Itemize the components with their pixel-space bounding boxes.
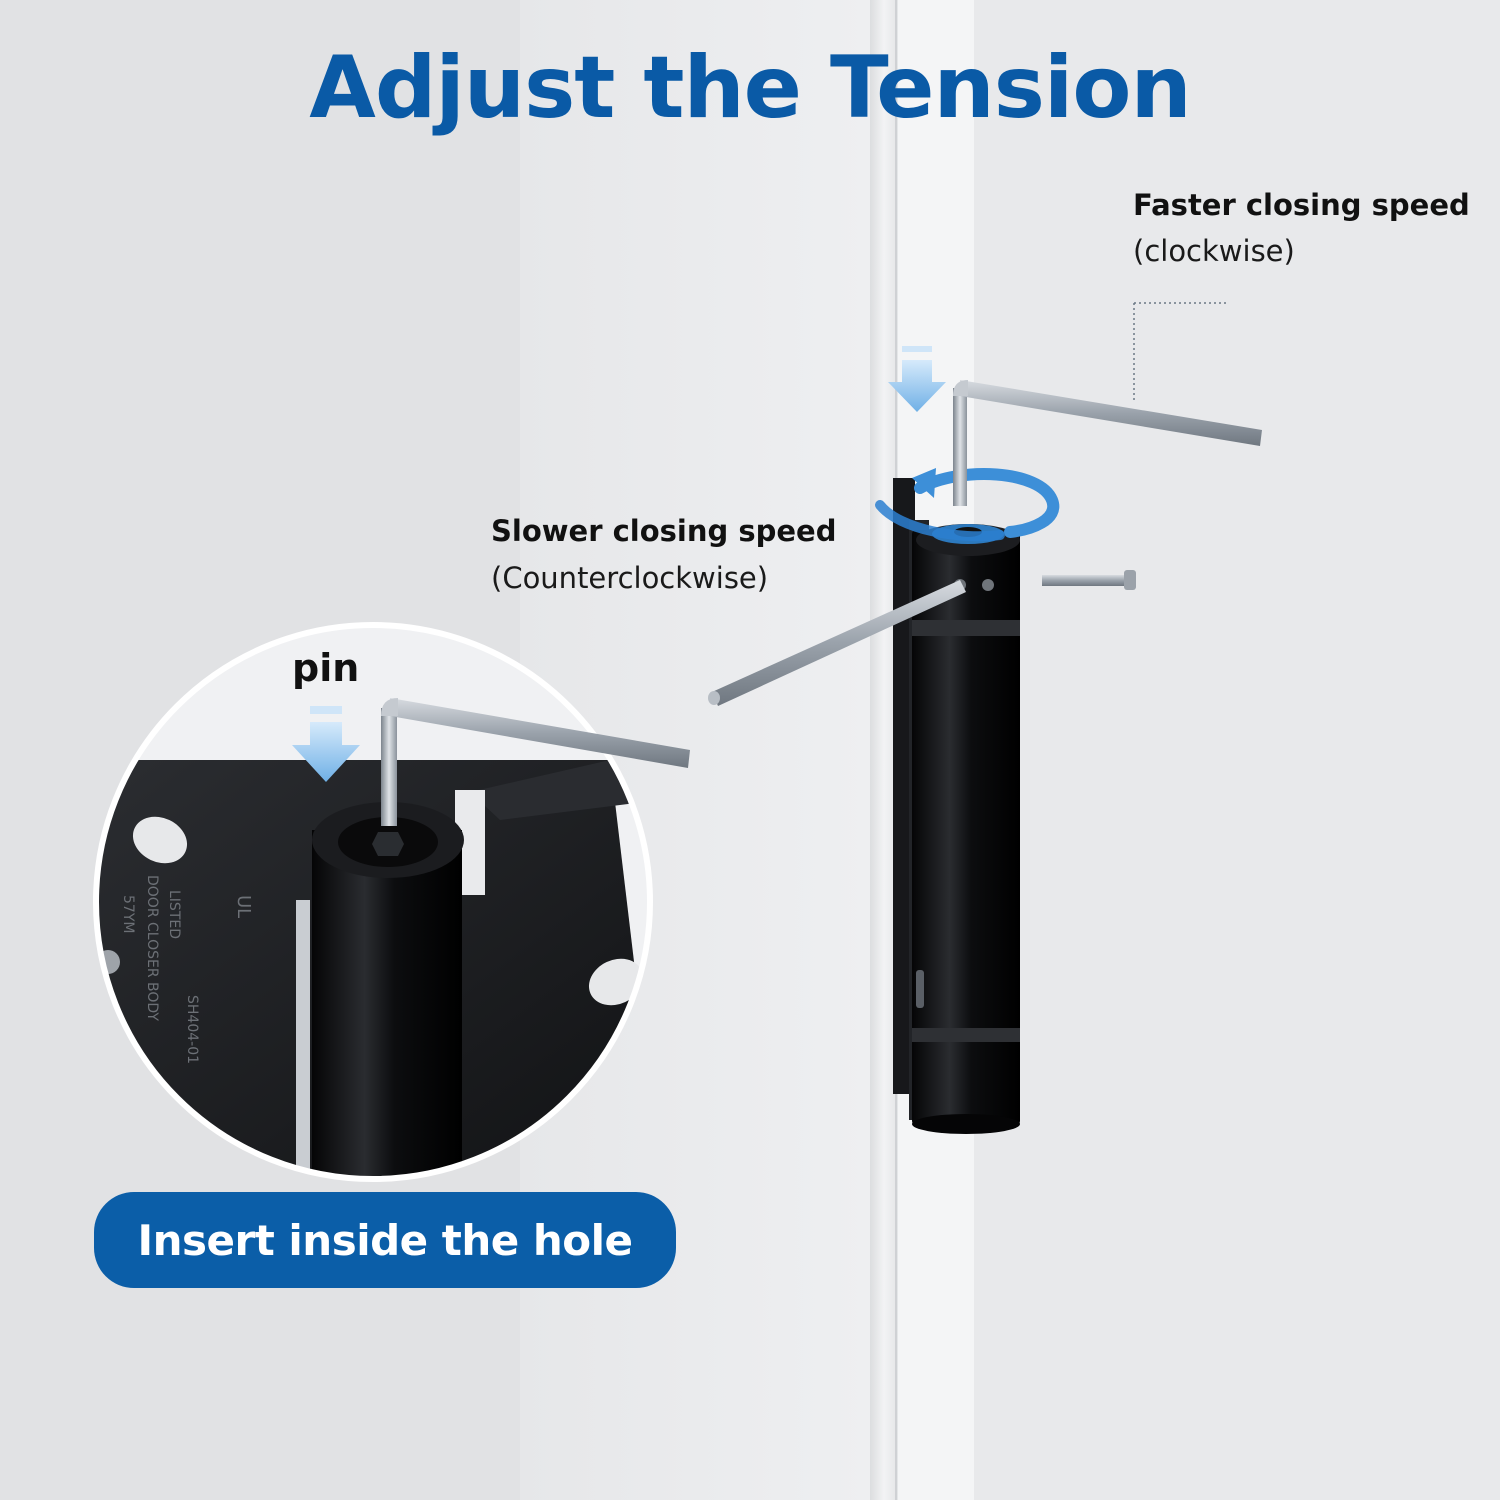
page-title: Adjust the Tension [309, 38, 1191, 138]
arrow-down-icon [292, 706, 360, 782]
plate-text-listed: LISTED [166, 890, 182, 939]
pin-label: pin [292, 646, 360, 690]
insert-hole-label: Insert inside the hole [137, 1215, 633, 1265]
plate-markings: LISTED DOOR CLOSER BODY SH404-01 57YM UL [120, 875, 254, 1064]
plate-text-code: 57YM [120, 895, 136, 933]
zoom-detail-circle [93, 622, 653, 1182]
hinge-pin [1042, 570, 1136, 590]
faster-callout-subtitle: (clockwise) [1133, 234, 1295, 268]
allen-wrench-top [953, 380, 1262, 506]
slower-callout-subtitle: (Counterclockwise) [491, 561, 769, 595]
insert-hole-badge: Insert inside the hole [94, 1192, 676, 1288]
allen-wrench-lower [708, 580, 966, 706]
allen-wrench-zoom [381, 698, 690, 826]
slower-callout-title: Slower closing speed [491, 514, 837, 548]
plate-text-model: SH404-01 [184, 995, 200, 1064]
faster-callout-title: Faster closing speed [1133, 188, 1470, 222]
door-hinge [893, 478, 1020, 1134]
faster-leader-line [1133, 302, 1226, 400]
plate-cert-mark: UL [233, 895, 254, 918]
plate-text-body: DOOR CLOSER BODY [144, 875, 160, 1021]
arrow-down-icon [888, 346, 946, 412]
